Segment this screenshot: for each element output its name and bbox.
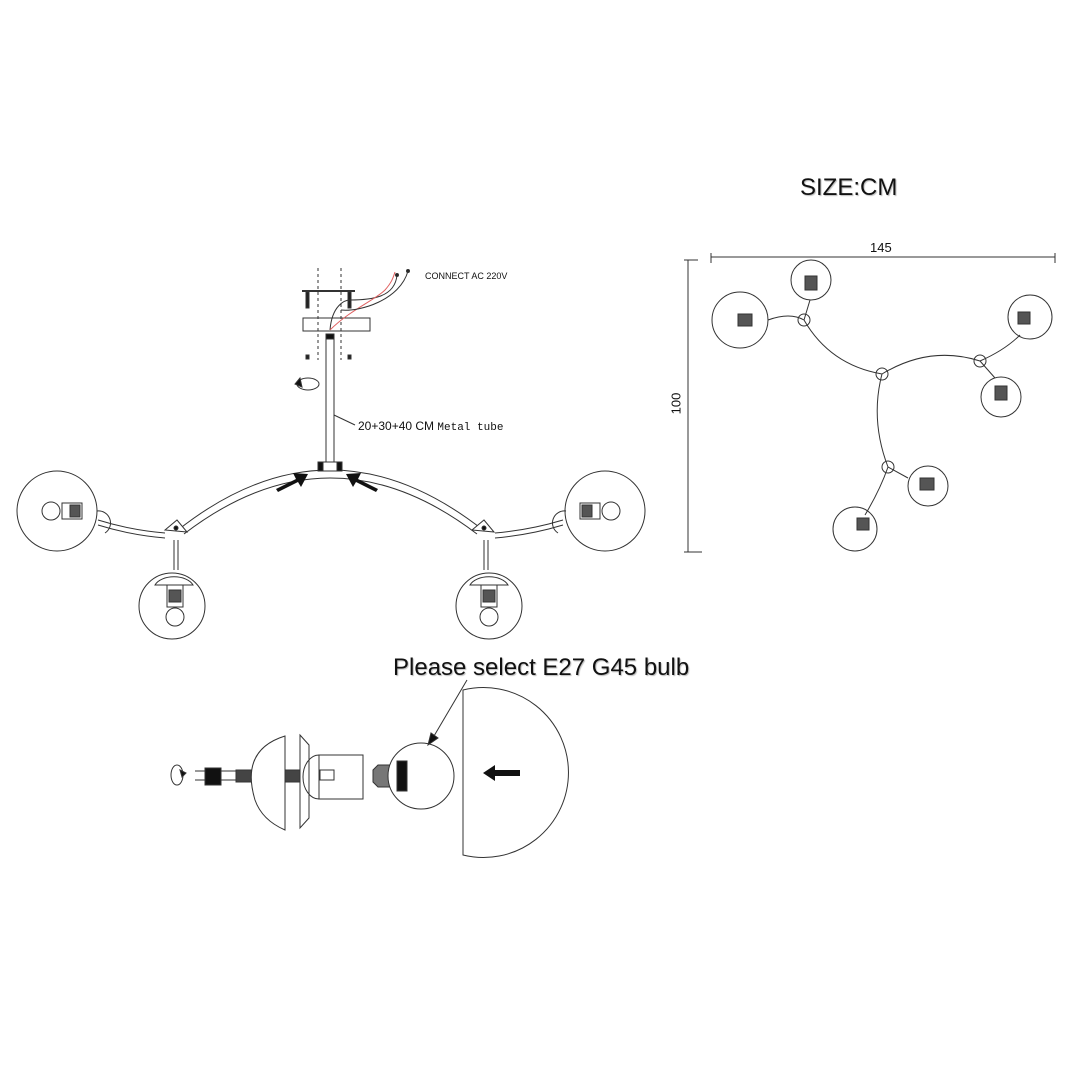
tube-length: 20+30+40 CM: [358, 419, 435, 433]
chandelier-arms: [97, 461, 564, 570]
bulb-note: Please select E27 G45 bulb: [393, 654, 690, 681]
dimension-lines: [684, 253, 1056, 553]
globe-shades: [16, 470, 646, 640]
size-title: SIZE:CM: [800, 174, 898, 201]
width-dimension: 145: [870, 240, 892, 255]
tube-label: 20+30+40 CM Metal tube: [358, 419, 503, 434]
insert-arrow-icon: [483, 765, 520, 781]
bulb-assembly: [170, 679, 569, 858]
tube-material: Metal tube: [437, 422, 504, 434]
ceiling-canopy: [302, 268, 410, 360]
height-dimension: 100: [668, 392, 684, 415]
rotate-icon: [294, 376, 320, 391]
top-view-chandelier: [711, 259, 1053, 552]
push-arrows: [276, 473, 378, 492]
connect-label: CONNECT AC 220V: [425, 271, 508, 281]
